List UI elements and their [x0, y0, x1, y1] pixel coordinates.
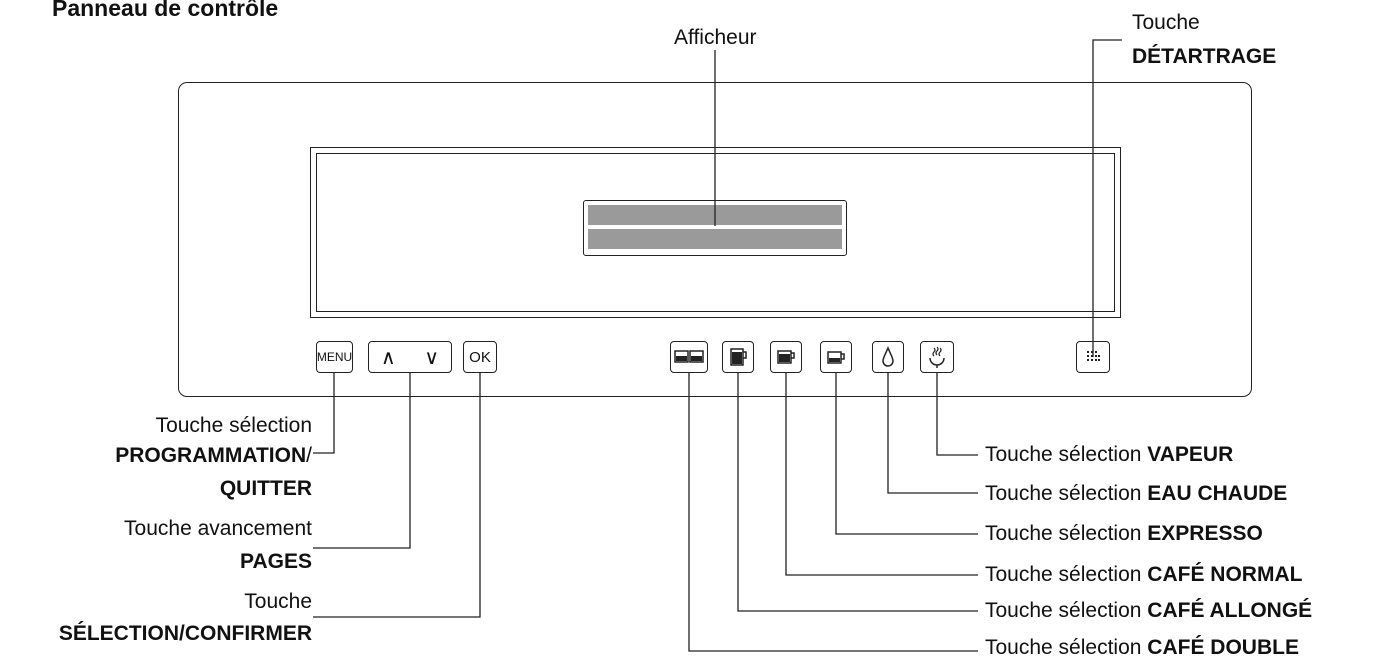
- lcd-line-2: [588, 229, 842, 249]
- cafe-double-button[interactable]: [670, 341, 708, 373]
- label-programmation-line1: Touche sélection: [155, 414, 312, 437]
- menu-button-label: MENU: [316, 350, 353, 364]
- label-expresso: Touche sélection EXPRESSO: [985, 522, 1263, 545]
- label-detartrage-line2: DÉTARTRAGE: [1132, 45, 1277, 68]
- medium-cup-icon: [777, 350, 795, 364]
- page-navigation-button[interactable]: ∧ ∨: [368, 341, 452, 373]
- label-vapeur: Touche sélection VAPEUR: [985, 443, 1234, 466]
- label-cafe-allonge: Touche sélection CAFÉ ALLONGÉ: [985, 599, 1313, 622]
- leader-menu: [313, 373, 335, 454]
- steam-icon: [929, 346, 945, 368]
- label-selection-line1: Touche: [244, 590, 312, 613]
- descaling-dots-icon: [1087, 351, 1100, 361]
- label-cafe-normal: Touche sélection CAFÉ NORMAL: [985, 563, 1303, 586]
- cafe-allonge-button[interactable]: [722, 341, 754, 373]
- arrow-up-icon[interactable]: ∧: [381, 346, 396, 369]
- expresso-button[interactable]: [820, 341, 852, 373]
- label-selection-line2: SÉLECTION/CONFIRMER: [58, 622, 312, 645]
- leader-cafe-allonge: [737, 373, 978, 612]
- ok-button[interactable]: OK: [463, 341, 497, 373]
- double-cup-icon: [674, 350, 704, 363]
- ok-button-label: OK: [469, 348, 491, 366]
- cafe-normal-button[interactable]: [770, 341, 802, 373]
- label-eau-chaude: Touche sélection EAU CHAUDE: [985, 482, 1288, 505]
- leader-expresso: [835, 373, 978, 535]
- leader-eau-chaude: [887, 373, 978, 494]
- leader-detartrage: [1092, 39, 1122, 357]
- tall-cup-icon: [730, 348, 747, 366]
- leader-pages: [313, 373, 411, 549]
- label-cafe-double: Touche sélection CAFÉ DOUBLE: [985, 636, 1299, 659]
- water-drop-icon: [882, 346, 894, 367]
- eau-chaude-button[interactable]: [872, 341, 904, 373]
- label-afficheur: Afficheur: [674, 26, 757, 49]
- label-pages-line2: PAGES: [240, 550, 312, 573]
- leader-vapeur: [936, 373, 978, 456]
- label-programmation-line2: PROGRAMMATION/: [115, 444, 312, 467]
- leader-ok: [313, 373, 481, 618]
- vapeur-button[interactable]: [920, 341, 954, 373]
- arrow-down-icon[interactable]: ∨: [424, 346, 439, 369]
- label-programmation-line3: QUITTER: [219, 477, 312, 500]
- label-pages-line1: Touche avancement: [124, 517, 312, 540]
- page-title: Panneau de contrôle: [52, 0, 279, 21]
- leader-cafe-double: [688, 373, 978, 652]
- small-cup-icon: [827, 351, 845, 364]
- leader-cafe-normal: [785, 373, 978, 576]
- label-detartrage-line1: Touche: [1132, 11, 1200, 34]
- menu-button[interactable]: MENU: [316, 341, 353, 373]
